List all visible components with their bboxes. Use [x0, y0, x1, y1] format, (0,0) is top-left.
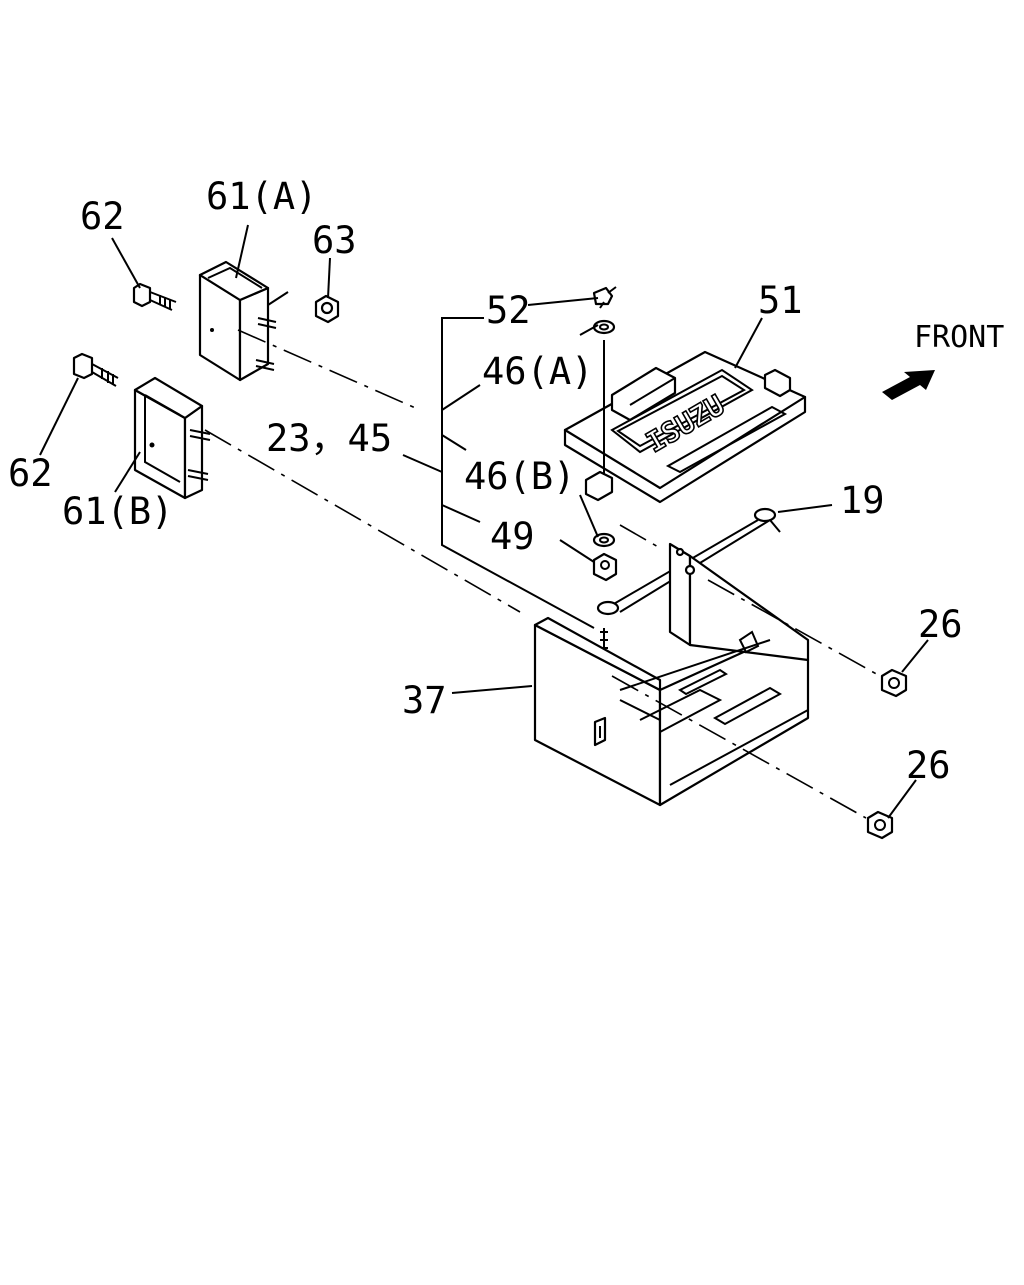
label-61a: 61(A): [206, 175, 318, 218]
label-23-45: 23，45: [266, 417, 393, 460]
bracket-61b: [133, 376, 211, 500]
label-46a: 46(A): [482, 350, 594, 393]
label-52: 52: [486, 289, 531, 332]
bolt-62-lower: [72, 352, 119, 387]
bracket-61a: [198, 260, 277, 382]
label-26-lower: 26: [906, 744, 951, 787]
hold-down-hardware: [584, 286, 618, 694]
label-37: 37: [402, 679, 447, 722]
nut-26-upper: [880, 668, 908, 698]
label-61b: 61(B): [62, 490, 174, 533]
label-51: 51: [758, 279, 803, 322]
label-front: FRONT: [914, 320, 1005, 355]
nut-26-lower: [866, 810, 894, 840]
label-46b: 46(B): [464, 455, 576, 498]
nut-63: [314, 294, 340, 324]
label-19: 19: [840, 479, 885, 522]
battery-51: ISUZU: [563, 350, 807, 504]
label-62-lower: 62: [8, 452, 53, 495]
bolt-62-top: [132, 282, 177, 311]
front-arrow-icon: [882, 370, 935, 400]
label-62-top: 62: [80, 195, 125, 238]
label-49: 49: [490, 515, 535, 558]
label-26-upper: 26: [918, 603, 963, 646]
tray-37: [533, 542, 810, 807]
label-63: 63: [312, 219, 357, 262]
